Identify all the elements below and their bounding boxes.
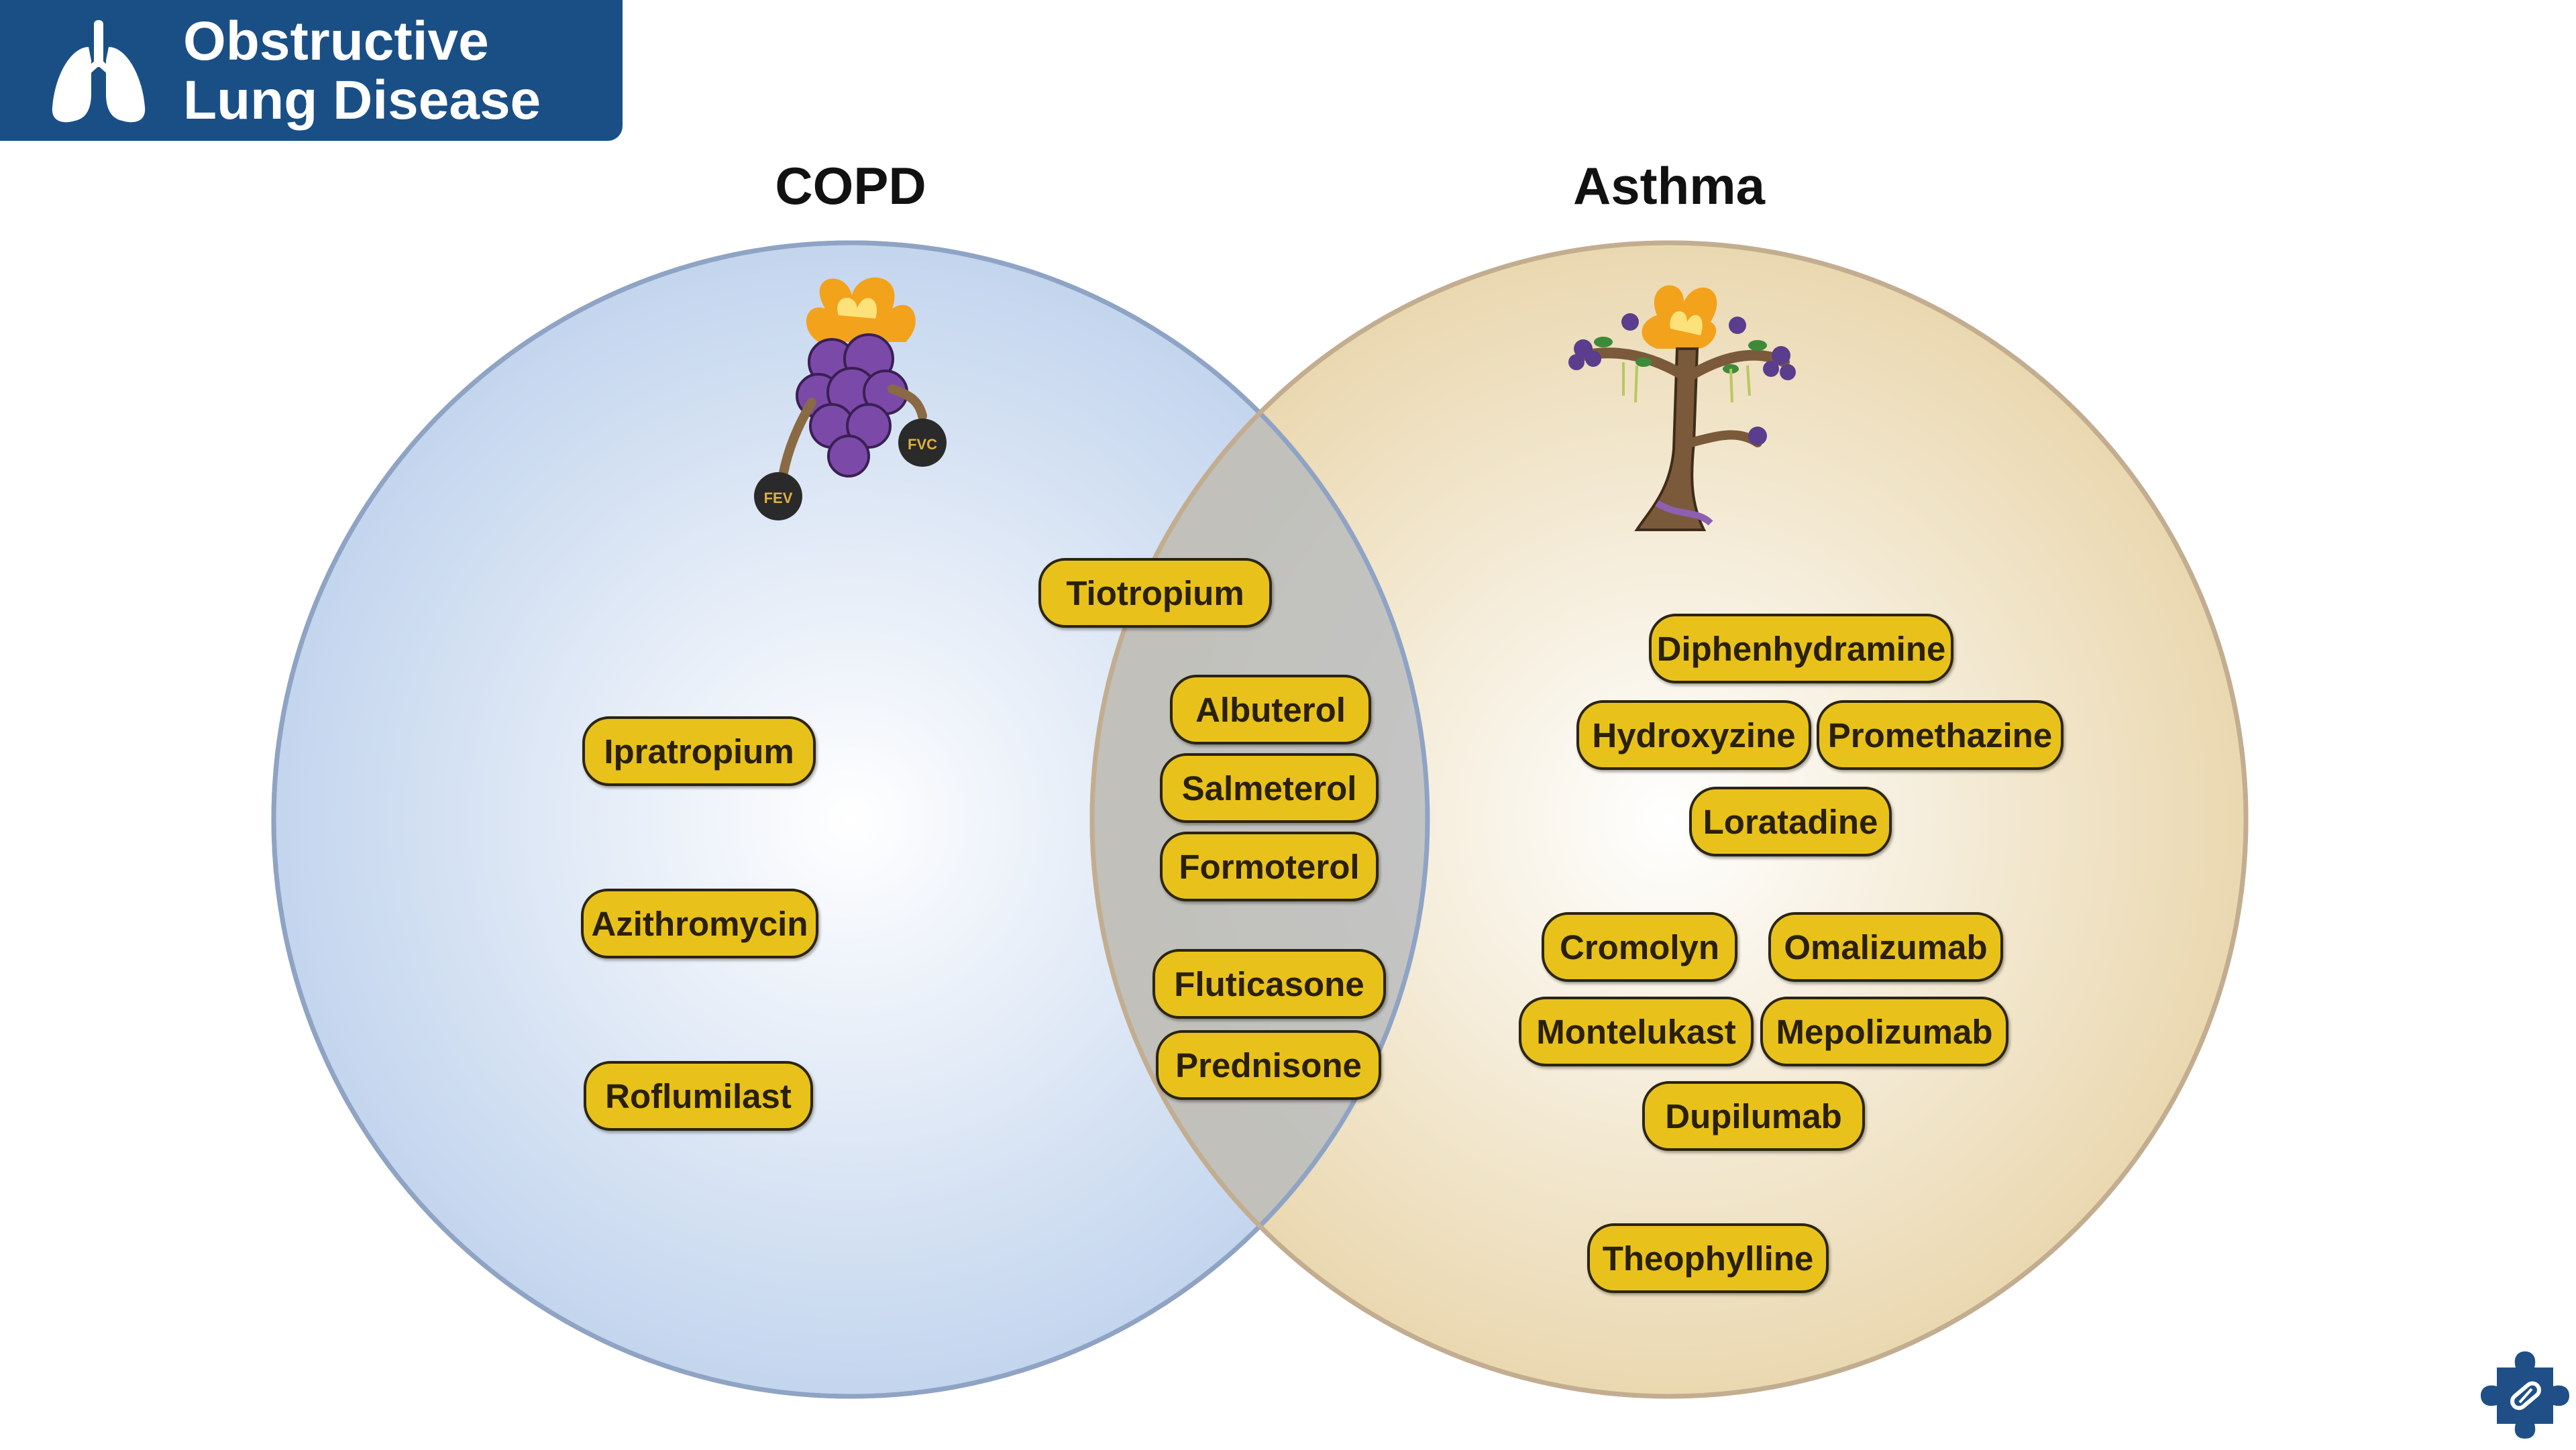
drug-pill-tiotropium: Tiotropium <box>1038 558 1272 628</box>
drug-pill-fluticasone: Fluticasone <box>1152 949 1386 1019</box>
fvc-weight-label: FVC <box>908 436 937 453</box>
asthma-heading: Asthma <box>1572 156 1766 215</box>
drug-pill-roflumilast: Roflumilast <box>584 1061 813 1131</box>
drug-pill-albuterol: Albuterol <box>1170 675 1371 744</box>
drug-pill-prednisone: Prednisone <box>1156 1030 1381 1100</box>
puzzle-piece-logo-icon <box>2481 1351 2569 1439</box>
fev-weight-label: FEV <box>764 490 793 506</box>
drug-pill-ipratropium: Ipratropium <box>582 716 816 786</box>
lungs-icon <box>52 20 146 123</box>
drug-pill-dupilumab: Dupilumab <box>1642 1081 1865 1151</box>
drug-pill-azithromycin: Azithromycin <box>581 889 818 958</box>
drug-pill-hydroxyzine: Hydroxyzine <box>1576 700 1811 770</box>
drug-pill-theophylline: Theophylline <box>1587 1223 1829 1293</box>
drug-pill-montelukast: Montelukast <box>1519 997 1754 1066</box>
drug-pill-salmeterol: Salmeterol <box>1160 753 1379 823</box>
drug-pill-promethazine: Promethazine <box>1817 700 2063 770</box>
header-banner: Obstructive Lung Disease <box>0 0 623 141</box>
copd-heading: COPD <box>775 156 926 215</box>
drug-pill-loratadine: Loratadine <box>1689 787 1892 856</box>
drug-pill-cromolyn: Cromolyn <box>1542 912 1737 982</box>
drug-pill-diphenhydramine: Diphenhydramine <box>1649 614 1953 683</box>
drug-pill-mepolizumab: Mepolizumab <box>1760 997 2008 1066</box>
flaming-tree-monster-icon <box>1568 285 1796 531</box>
page-title: Obstructive Lung Disease <box>183 11 541 131</box>
drug-pill-formoterol: Formoterol <box>1160 832 1379 901</box>
drug-pill-omalizumab: Omalizumab <box>1768 912 2003 982</box>
grape-monster-icon: FEV FVC <box>754 277 947 520</box>
